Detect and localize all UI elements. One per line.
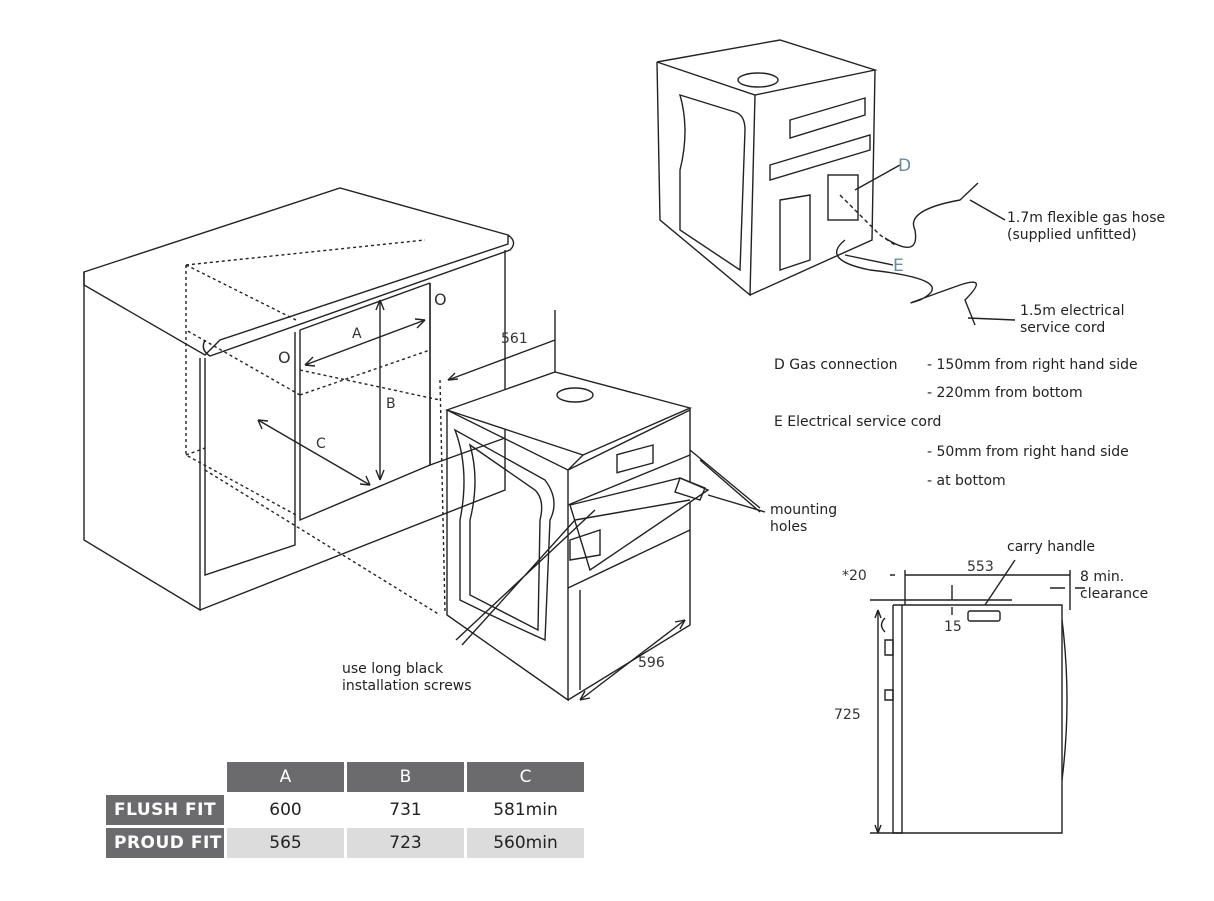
mounting-hole-left: O	[278, 348, 291, 367]
electrical-cord-note-1: - 50mm from right hand side	[927, 444, 1129, 460]
gas-connection-note-1: - 150mm from right hand side	[927, 357, 1138, 373]
table-header-row: A B C	[106, 762, 584, 792]
electrical-cord-title: E Electrical service cord	[774, 414, 942, 430]
table-cell: 560min	[467, 828, 584, 858]
column-header: B	[347, 762, 464, 792]
fit-dimensions-table: A B C FLUSH FIT 600 731 581min PROUD FIT…	[103, 759, 587, 861]
oven-side-drawing	[870, 559, 1085, 834]
dim-label-c: C	[316, 436, 326, 452]
gas-connection-marker: D	[898, 156, 912, 176]
table-cell: 581min	[467, 795, 584, 825]
row-header: FLUSH FIT	[106, 795, 224, 825]
dim-label-b: B	[386, 396, 396, 412]
oven-back-drawing	[656, 39, 1016, 326]
table-row: FLUSH FIT 600 731 581min	[106, 795, 584, 825]
carry-handle-label: carry handle	[1007, 539, 1095, 555]
electrical-cord-label: 1.5m electrical service cord	[1020, 303, 1125, 336]
gas-hose-label: 1.7m flexible gas hose (supplied unfitte…	[1007, 210, 1166, 243]
cabinet-drawing	[83, 187, 556, 616]
gas-connection-title: D Gas connection	[774, 357, 898, 373]
electrical-marker: E	[893, 256, 904, 276]
clearance-label: 8 min. clearance	[1080, 569, 1149, 602]
column-header: A	[227, 762, 344, 792]
side-depth-dimension: 553	[967, 559, 994, 575]
row-header: PROUD FIT	[106, 828, 224, 858]
table-cell: 731	[347, 795, 464, 825]
width-dimension: 596	[638, 655, 665, 671]
table-cell: 600	[227, 795, 344, 825]
gas-connection-note-2: - 220mm from bottom	[927, 385, 1083, 401]
height-dimension: 725	[834, 707, 861, 723]
table-row: PROUD FIT 565 723 560min	[106, 828, 584, 858]
screws-note: use long black installation screws	[342, 661, 472, 694]
front-dimension: *20	[842, 568, 867, 584]
table-cell: 723	[347, 828, 464, 858]
table-cell: 565	[227, 828, 344, 858]
column-header: C	[467, 762, 584, 792]
oven-front-drawing	[444, 371, 766, 702]
dim-label-a: A	[352, 326, 362, 342]
electrical-cord-note-2: - at bottom	[927, 473, 1006, 489]
mounting-holes-label: mounting holes	[770, 502, 838, 535]
mounting-hole-right: O	[434, 290, 447, 309]
handle-offset-dimension: 15	[944, 619, 962, 635]
depth-dimension: 561	[501, 331, 528, 347]
